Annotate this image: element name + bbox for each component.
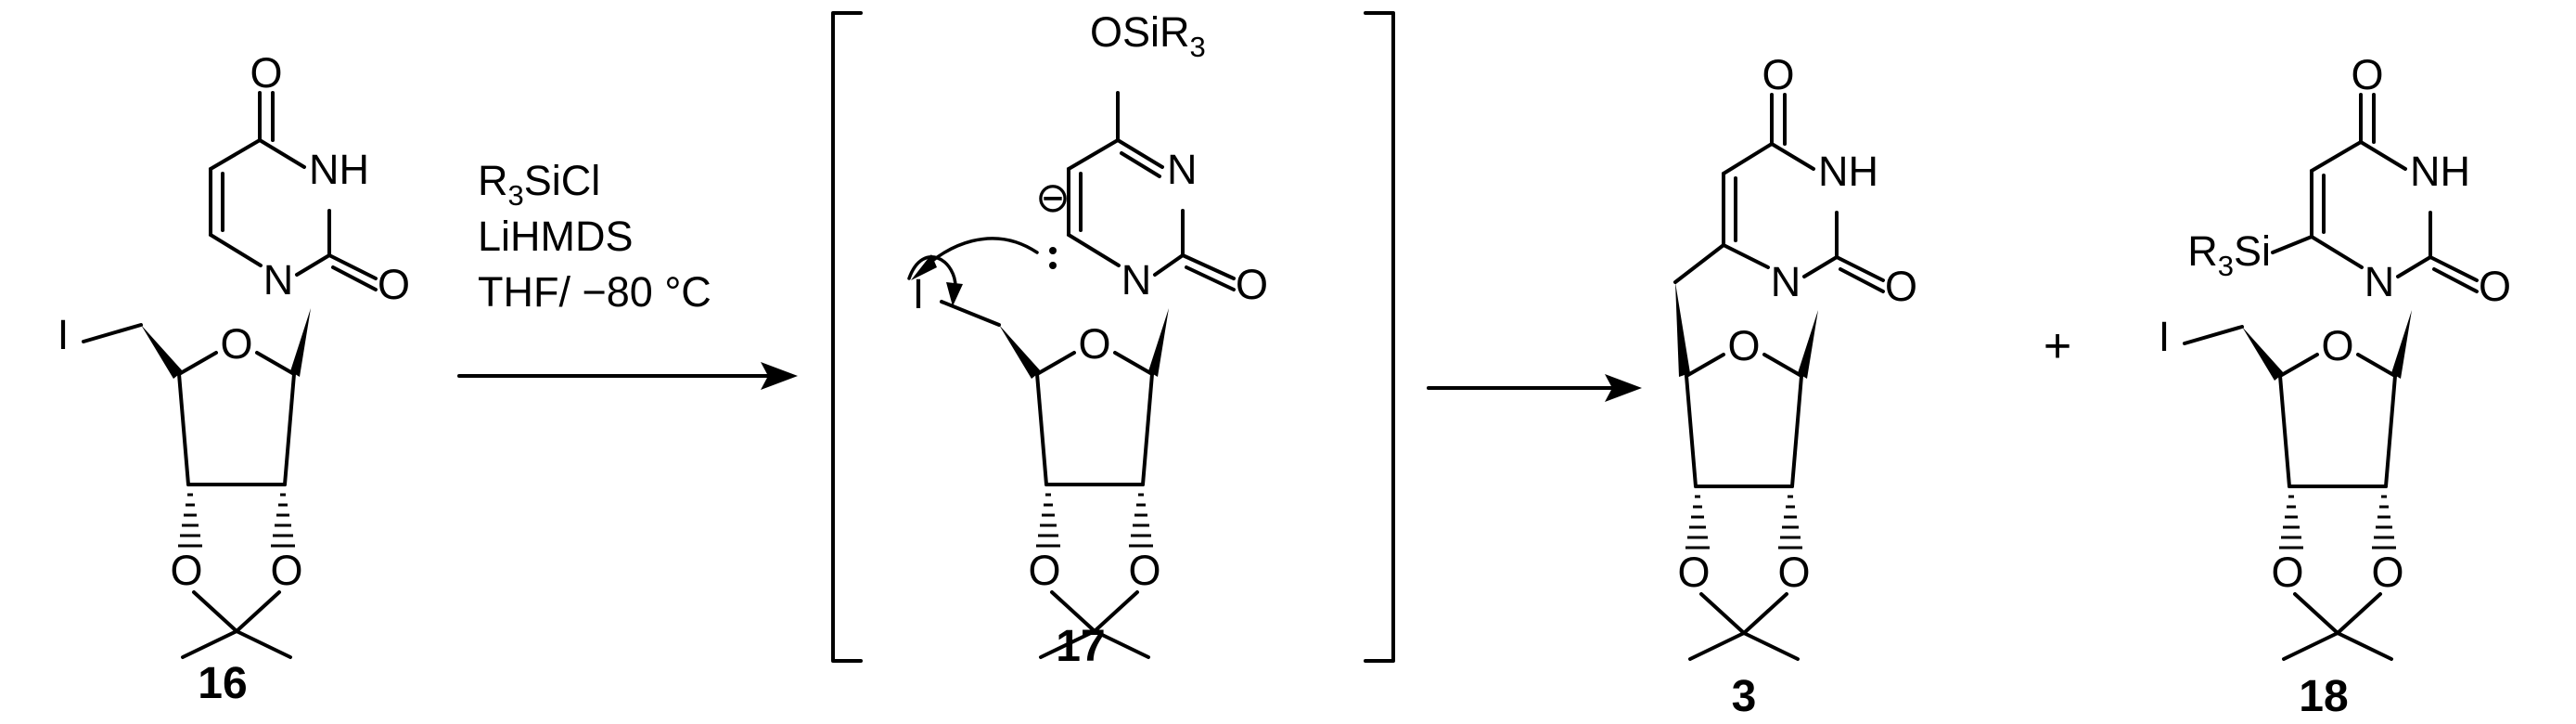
- n1-nitrogen: N: [263, 256, 294, 304]
- reagent-silyl-chloride: R3SiCl: [478, 157, 600, 212]
- reaction-conditions: R3SiCl LiHMDS THF/ −80 °C: [478, 157, 711, 316]
- reaction-arrow-1: [457, 362, 798, 390]
- acetonide-oxygen: O: [1677, 549, 1710, 596]
- intermediate-brackets: [831, 11, 1395, 663]
- c2-oxygen: O: [2479, 263, 2511, 310]
- c4-oxygen: O: [1762, 51, 1794, 98]
- acetonide-oxygen: O: [170, 547, 202, 594]
- ring-oxygen: O: [1727, 322, 1760, 369]
- n1-nitrogen: N: [1771, 258, 1801, 305]
- compound-label-16: 16: [198, 659, 247, 708]
- compound-label-3: 3: [1732, 672, 1757, 721]
- compound-3: O O O N O NH O: [1673, 51, 1917, 661]
- n3-nitrogen: N: [1167, 146, 1198, 193]
- iodine-atom: I: [913, 270, 925, 317]
- curved-arrow-leaving: [907, 255, 957, 291]
- n3-hydrogen: NH: [309, 146, 369, 193]
- reaction-solvent-temperature: THF/ −80 °C: [478, 268, 711, 316]
- compound-17: O O O I N OSiR3 N O ⊖: [907, 8, 1268, 659]
- lone-pair-dot: [1049, 247, 1057, 254]
- iodine-atom: I: [2159, 313, 2171, 360]
- acetonide-oxygen: O: [1128, 547, 1160, 594]
- lone-pair-dot: [1049, 262, 1057, 269]
- c2-oxygen: O: [1236, 261, 1268, 308]
- n1-nitrogen: N: [2365, 258, 2395, 305]
- plus-sign: +: [2044, 319, 2071, 373]
- n3-hydrogen: NH: [1818, 148, 1878, 195]
- curved-arrow-attack: [921, 237, 1039, 271]
- compound-label-17: 17: [1056, 622, 1105, 671]
- acetonide-oxygen: O: [2271, 549, 2303, 596]
- acetonide-oxygen: O: [2371, 549, 2403, 596]
- curved-arrow-attack-head: [911, 254, 937, 280]
- acetonide-oxygen: O: [1777, 549, 1810, 596]
- ring-oxygen: O: [1078, 320, 1110, 368]
- negative-charge-symbol: ⊖: [1035, 174, 1070, 221]
- c2-oxygen: O: [378, 261, 410, 308]
- c4-oxygen: O: [250, 49, 282, 97]
- iodine-atom: I: [58, 311, 70, 358]
- reaction-arrow-2: [1427, 374, 1642, 402]
- compound-label-18: 18: [2299, 672, 2348, 721]
- c4-oxygen: O: [2351, 51, 2383, 98]
- acetonide-oxygen: O: [270, 547, 302, 594]
- acetonide-oxygen: O: [1028, 547, 1060, 594]
- compound-18: O O O I N O NH O R3Si: [2159, 51, 2511, 661]
- n1-nitrogen: N: [1121, 256, 1152, 304]
- compound-16: O O O I N O NH O: [58, 49, 410, 659]
- ring-oxygen: O: [2321, 322, 2353, 369]
- trialkylsilyl-group: R3Si: [2187, 227, 2271, 282]
- silyl-ether-group: OSiR3: [1090, 8, 1206, 63]
- n3-hydrogen: NH: [2410, 148, 2470, 195]
- reagent-base: LiHMDS: [478, 213, 634, 260]
- c2-oxygen: O: [1885, 263, 1917, 310]
- curved-arrow-leaving-head: [946, 282, 963, 306]
- ring-oxygen: O: [220, 320, 252, 368]
